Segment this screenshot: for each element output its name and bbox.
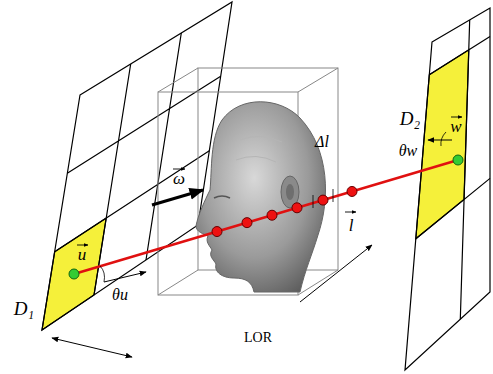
delta-tick — [313, 195, 314, 208]
direction-arrow — [152, 190, 203, 205]
angle-arrow — [428, 140, 452, 141]
sample-points — [212, 186, 357, 236]
detector-name: D₂ — [400, 109, 420, 128]
detector-panel — [42, 2, 232, 330]
vector-symbol: u — [78, 246, 87, 263]
vector-symbol: l — [349, 217, 354, 234]
angle-arc — [100, 266, 105, 282]
angle-symbol: θu — [112, 287, 128, 303]
extent-arrow — [52, 338, 132, 357]
vector-arrow — [345, 212, 356, 213]
lor-caption: LOR — [244, 331, 272, 345]
sample-point — [347, 186, 357, 196]
sample-point — [292, 203, 302, 213]
head-illustration — [196, 102, 325, 292]
detection-point — [453, 155, 463, 165]
detector-panel — [405, 8, 490, 370]
angle-arrow — [104, 272, 146, 282]
sample-point — [242, 218, 252, 228]
detector-name: D₁ — [14, 299, 34, 318]
angle-arc — [441, 132, 446, 146]
volume-box — [158, 68, 338, 295]
delta-tick — [333, 189, 334, 202]
step-symbol: Δl — [315, 134, 329, 150]
sample-point — [212, 227, 222, 237]
extent-arrow — [300, 245, 372, 302]
vector-symbol: ω — [173, 170, 185, 187]
vector-symbol: w — [450, 118, 461, 135]
line-of-response — [74, 160, 458, 274]
sample-point — [318, 195, 328, 205]
angle-symbol: θw — [399, 143, 418, 159]
sample-point — [267, 210, 277, 220]
detection-point — [69, 269, 79, 279]
